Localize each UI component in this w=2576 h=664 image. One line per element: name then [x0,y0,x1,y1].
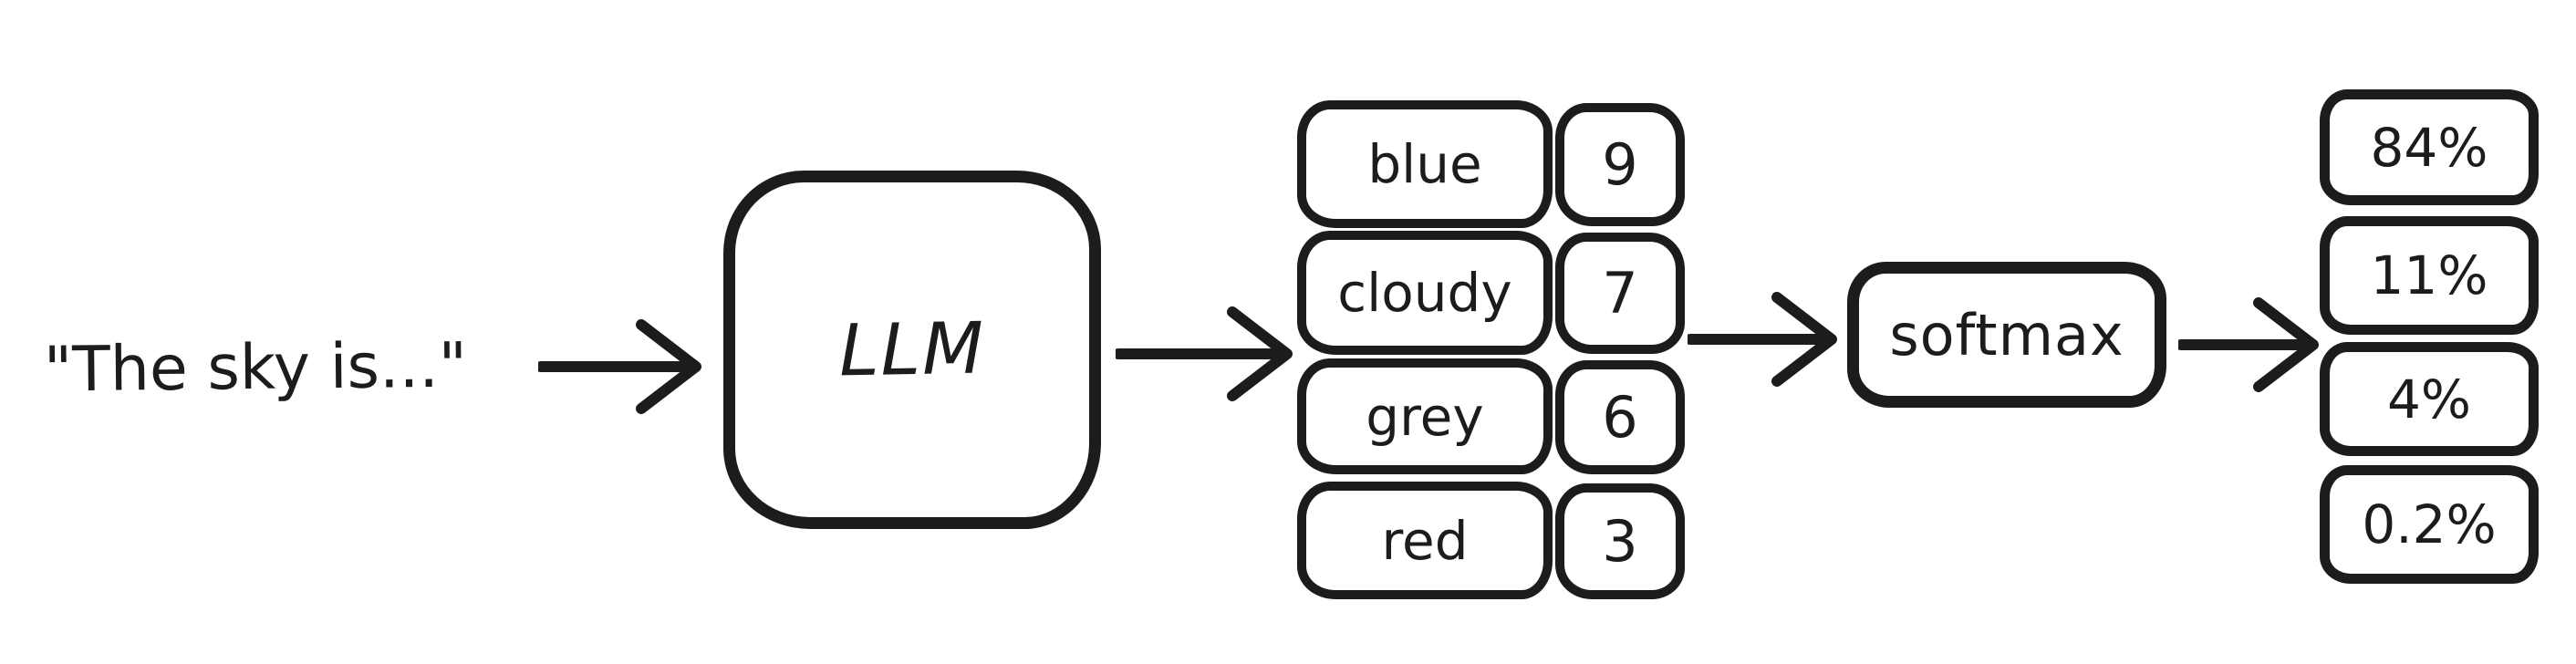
token-label: cloudy [1337,262,1512,324]
token-box: red [1297,482,1553,599]
probability-box: 11% [2320,216,2539,335]
token-box: grey [1297,358,1553,474]
logit-box: 7 [1555,233,1685,354]
softmax-label: softmax [1889,301,2124,368]
arrow-right-icon [1116,306,1293,401]
token-box: blue [1297,100,1553,228]
probability-box: 84% [2320,89,2539,205]
probability-box: 0.2% [2320,465,2539,584]
probability-value: 11% [2370,244,2488,306]
probability-value: 84% [2370,116,2488,179]
arrow-right-icon [2178,297,2319,392]
arrow-right-icon [1688,292,1837,387]
probability-value: 0.2% [2362,493,2497,555]
token-label: grey [1366,385,1484,448]
llm-box: LLM [723,171,1101,529]
token-box: cloudy [1297,231,1553,355]
logit-box: 6 [1555,360,1685,474]
probability-box: 4% [2320,342,2539,456]
softmax-box: softmax [1847,262,2166,408]
logit-value: 6 [1602,384,1638,451]
arrow-right-icon [538,319,701,414]
logit-value: 3 [1602,508,1638,575]
logit-box: 9 [1555,103,1685,226]
logit-value: 7 [1602,260,1638,327]
probability-value: 4% [2386,368,2471,431]
token-label: blue [1367,133,1482,195]
logit-value: 9 [1602,131,1638,198]
prompt-text: "The sky is..." [43,329,468,407]
llm-label: LLM [838,307,986,392]
logit-box: 3 [1555,483,1685,599]
token-label: red [1381,509,1469,572]
